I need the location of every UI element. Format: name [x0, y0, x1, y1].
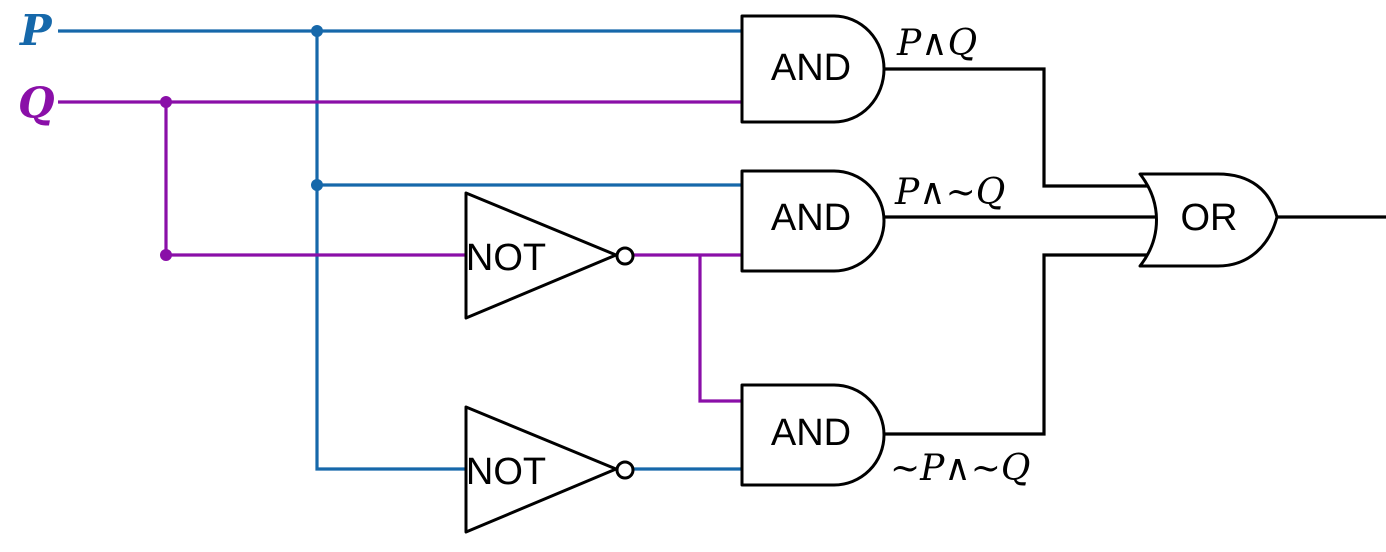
and-gate-top-label: AND	[771, 47, 851, 89]
and-gate-bottom: AND	[740, 383, 886, 487]
and-gate-bottom-label: AND	[771, 412, 851, 454]
p-vertical-bus	[315, 31, 466, 471]
or-gate-label: OR	[1181, 197, 1238, 239]
and-top-to-or-wire	[884, 67, 1150, 188]
q-junction-top	[160, 96, 172, 108]
p-wires	[58, 25, 742, 471]
input-q-label: Q	[18, 78, 55, 127]
not-gate-lower: NOT	[464, 405, 635, 534]
expr-p-and-not-q: P∧~Q	[894, 172, 1005, 213]
not-gate-lower-bubble	[615, 460, 635, 480]
p-junction-middle	[311, 179, 323, 191]
input-p-label: P	[19, 6, 53, 55]
and-gate-top: AND	[740, 14, 886, 124]
output-wires	[884, 67, 1386, 436]
not-q-to-and-bottom-wire	[698, 255, 742, 403]
expr-not-p-and-not-q: ~P∧~Q	[890, 448, 1030, 489]
or-gate: OR	[1138, 172, 1279, 268]
not-gate-upper-bubble	[615, 246, 635, 266]
not-gate-upper: NOT	[464, 191, 635, 320]
expr-p-and-q: P∧Q	[896, 23, 977, 64]
p-junction-top	[311, 25, 323, 37]
and-gate-middle: AND	[740, 169, 886, 273]
not-gate-lower-label: NOT	[466, 451, 546, 493]
q-wires	[58, 96, 742, 403]
and-gate-middle-label: AND	[771, 197, 851, 239]
not-gate-upper-label: NOT	[466, 237, 546, 279]
q-junction-bottom	[160, 249, 172, 261]
and-bottom-to-or-wire	[884, 253, 1150, 436]
